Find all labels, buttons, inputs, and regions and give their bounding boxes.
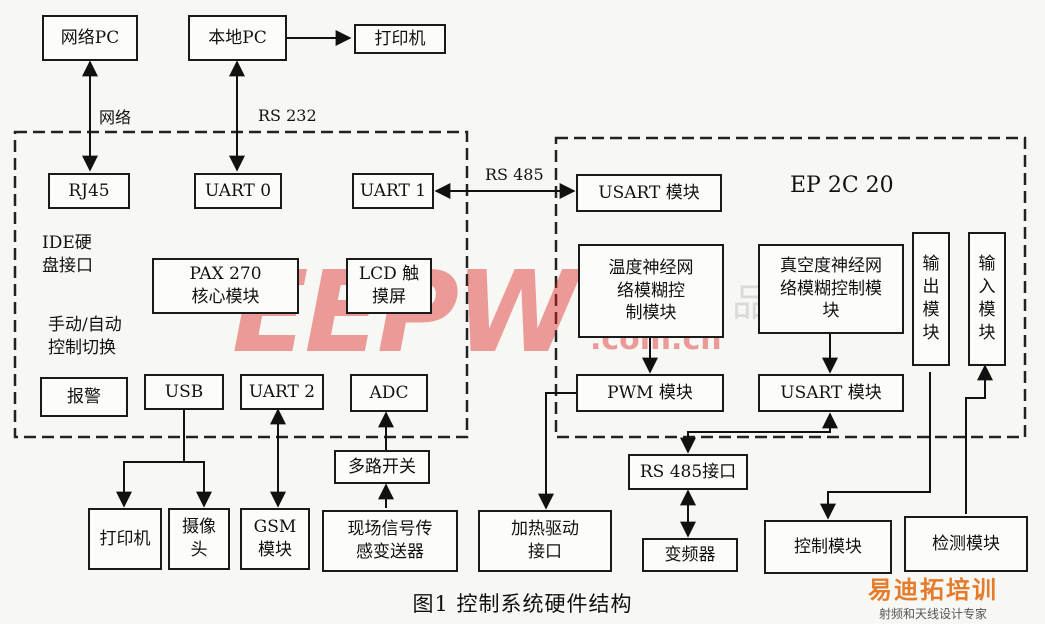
output-ctrl-link xyxy=(820,372,931,520)
rj45-box: RJ45 xyxy=(48,173,130,209)
uart1-box: UART 1 xyxy=(352,173,434,209)
adc-box: ADC xyxy=(350,374,428,412)
control-module-box: 控制模块 xyxy=(764,520,892,574)
rs485-interface-box: RS 485接口 xyxy=(628,454,748,490)
heating-drive-box: 加热驱动接口 xyxy=(478,510,612,572)
input-module-box: 输入模块 xyxy=(968,232,1006,366)
inverter-box: 变频器 xyxy=(642,538,738,572)
figure-caption: 图1 控制系统硬件结构 xyxy=(412,592,633,616)
output-module-box: 输出模块 xyxy=(912,232,950,366)
usart-rs485-link xyxy=(680,412,838,454)
rs232-label: RS 232 xyxy=(258,106,317,125)
detect-input-link xyxy=(965,364,993,514)
usart-top-box: USART 模块 xyxy=(576,174,722,212)
alarm-box: 报警 xyxy=(40,377,128,417)
usb-camera-link xyxy=(184,461,212,508)
rs485-label: RS 485 xyxy=(485,165,544,184)
brand-name: 易迪拓培训 xyxy=(868,576,998,604)
detect-module-box: 检测模块 xyxy=(904,516,1028,572)
mux-box: 多路开关 xyxy=(334,450,430,484)
network-pc-box: 网络PC xyxy=(42,15,138,61)
uart2-box: UART 2 xyxy=(240,374,324,410)
camera-box: 摄像头 xyxy=(168,508,230,570)
brand-watermark: 易迪拓培训 射频和天线设计专家 xyxy=(868,570,998,622)
network-label: 网络 xyxy=(99,108,132,127)
fpga-board-boundary xyxy=(554,136,1027,439)
sensor-transmitter-box: 现场信号传感变送器 xyxy=(322,510,458,572)
usart-bottom-box: USART 模块 xyxy=(758,374,904,412)
usb-box: USB xyxy=(144,374,224,410)
vacuum-fuzzy-control-box: 真空度神经网络模糊控制模块 xyxy=(758,244,904,334)
lcd-touchscreen-box: LCD 触摸屏 xyxy=(346,258,432,314)
brand-slogan: 射频和天线设计专家 xyxy=(878,607,987,621)
manual-auto-switch-label: 手动/自动控制切换 xyxy=(48,315,122,358)
ide-disk-label: IDE硬盘接口 xyxy=(42,233,93,276)
pwm-module-box: PWM 模块 xyxy=(576,374,724,412)
pwm-heat-link xyxy=(538,392,576,510)
printer-top-box: 打印机 xyxy=(354,24,446,54)
printer-bottom-box: 打印机 xyxy=(88,508,162,570)
fpga-label: EP 2C 20 xyxy=(790,173,894,198)
local-pc-box: 本地PC xyxy=(188,15,287,61)
usb-link xyxy=(116,410,185,508)
temp-fuzzy-control-box: 温度神经网络模糊控制模块 xyxy=(578,244,724,338)
uart0-box: UART 0 xyxy=(194,173,282,209)
